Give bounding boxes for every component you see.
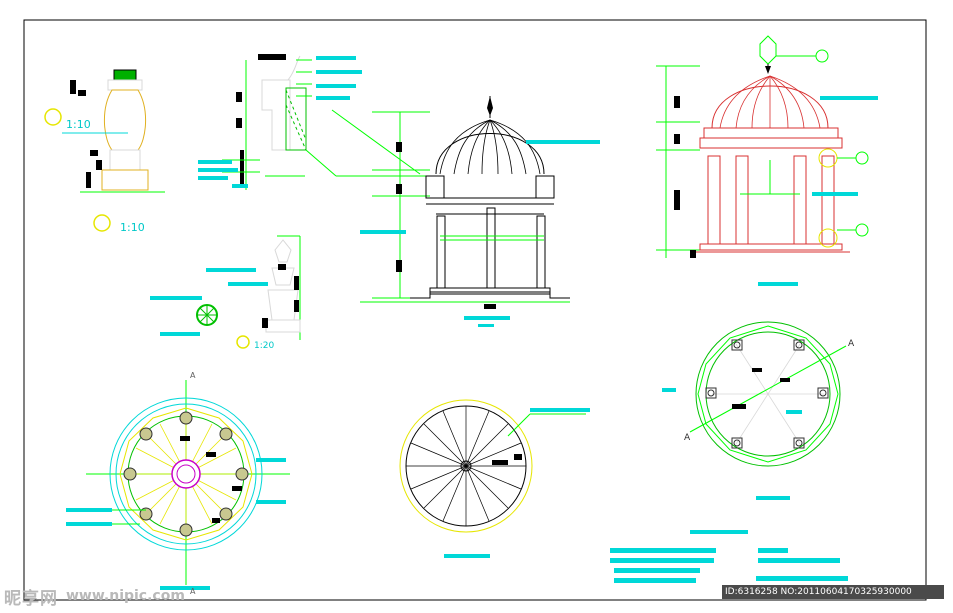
title-block <box>610 530 848 583</box>
column-plan-right <box>662 321 847 500</box>
watermark-brand: 昵享网 <box>4 588 58 609</box>
finial-callout <box>236 335 250 349</box>
plan-left-section-mark-top: A <box>190 371 196 380</box>
finial-rosette-spokes <box>197 305 217 325</box>
finial-detail <box>262 235 301 340</box>
cornice-profile <box>222 54 440 190</box>
baluster-bottom-scale: 1:10 <box>120 221 145 234</box>
baluster-detail <box>80 69 165 193</box>
finial-cyan-annotations <box>150 268 268 336</box>
baluster-top-callout <box>44 108 62 126</box>
dome-roof-plan <box>399 399 590 558</box>
image-id-strip: ID:6316258 NO:20110604170325930000 <box>722 585 944 599</box>
cornice-cyan-annotations <box>198 56 362 188</box>
watermark: 昵享网 www.nipic.com <box>4 584 185 609</box>
plan-right-section-mark-left: A <box>684 433 691 443</box>
baluster-dims <box>70 80 102 188</box>
plan-left-section-mark-bottom: A <box>190 587 196 596</box>
side-elevation <box>656 35 878 286</box>
front-elevation <box>331 96 600 327</box>
finial-scale: 1:20 <box>254 341 274 351</box>
baluster-top-scale: 1:10 <box>66 118 91 131</box>
baluster-bottom-callout <box>93 214 111 232</box>
watermark-url: www.nipic.com <box>66 588 185 604</box>
plan-right-section-mark-right: A <box>848 339 855 349</box>
drawing-frame <box>23 19 927 601</box>
plan-left <box>66 380 290 590</box>
